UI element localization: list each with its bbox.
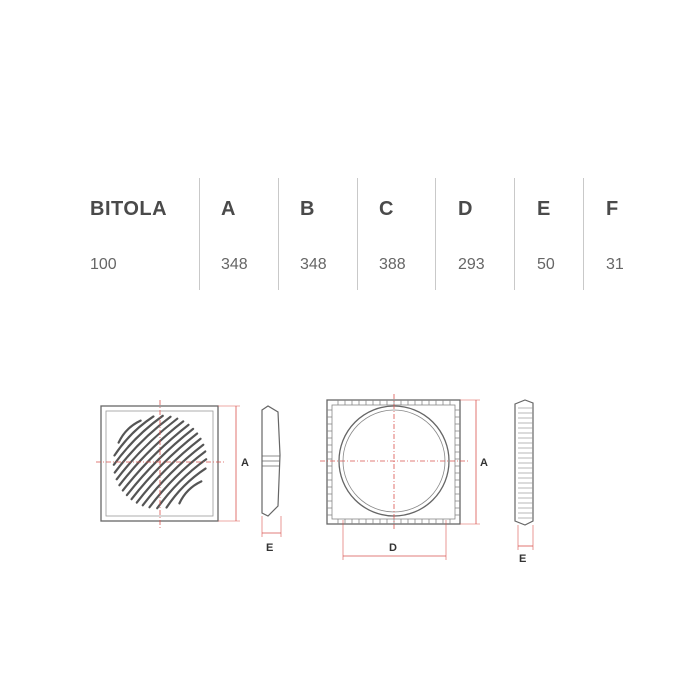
front-inner-frame <box>105 410 214 517</box>
grille-slat <box>141 443 205 507</box>
grille-slat <box>156 458 208 510</box>
grille-slat <box>121 423 190 492</box>
back-inner-frame <box>331 404 456 520</box>
grille-slat <box>165 467 207 509</box>
label-a-front: A <box>241 457 249 469</box>
header-e: E <box>537 198 551 220</box>
side-profile <box>261 405 281 517</box>
header-c: C <box>379 198 394 220</box>
back-side-profile <box>514 399 534 526</box>
grille-slats <box>112 414 208 510</box>
grille-slat <box>113 415 172 474</box>
column-separator <box>514 178 515 290</box>
label-a-back: A <box>480 457 488 469</box>
label-e-front: E <box>266 542 273 554</box>
value-c: 388 <box>379 256 406 273</box>
grille-slat <box>178 480 203 505</box>
grille-slat <box>118 420 185 487</box>
header-a: A <box>221 198 236 220</box>
grille-slat <box>135 437 202 504</box>
column-separator <box>583 178 584 290</box>
grille-slat <box>148 450 207 509</box>
header-bitola: BITOLA <box>90 198 168 220</box>
side-view-front: E <box>261 405 282 554</box>
column-separator <box>435 178 436 290</box>
header-f: F <box>606 198 619 220</box>
value-e: 50 <box>537 256 555 273</box>
value-d: 293 <box>458 256 485 273</box>
label-d-back: D <box>389 542 397 554</box>
column-separator <box>278 178 279 290</box>
technical-drawing: A E A D <box>96 394 534 565</box>
grille-slat <box>112 414 164 466</box>
front-view: A <box>96 400 249 528</box>
label-e-back: E <box>519 553 526 565</box>
value-a: 348 <box>221 256 248 273</box>
front-frame <box>100 405 219 522</box>
header-b: B <box>300 198 315 220</box>
frame-ribs <box>327 400 460 524</box>
back-frame <box>326 399 461 525</box>
grille-slat <box>113 415 155 457</box>
value-b: 348 <box>300 256 327 273</box>
value-bitola: 100 <box>90 256 117 273</box>
column-separator <box>357 178 358 290</box>
grille-slat <box>125 427 195 497</box>
dimensions-table: BITOLA A B C D E F 100 348 348 388 293 5… <box>0 178 700 293</box>
back-view: A D <box>320 394 488 560</box>
side-ribs <box>518 407 533 519</box>
grille-slat <box>117 419 142 444</box>
grille-slat <box>115 417 179 481</box>
grille-slat <box>130 432 199 501</box>
value-f: 31 <box>606 256 624 273</box>
side-view-back: E <box>514 399 534 565</box>
header-d: D <box>458 198 473 220</box>
column-separator <box>199 178 200 290</box>
